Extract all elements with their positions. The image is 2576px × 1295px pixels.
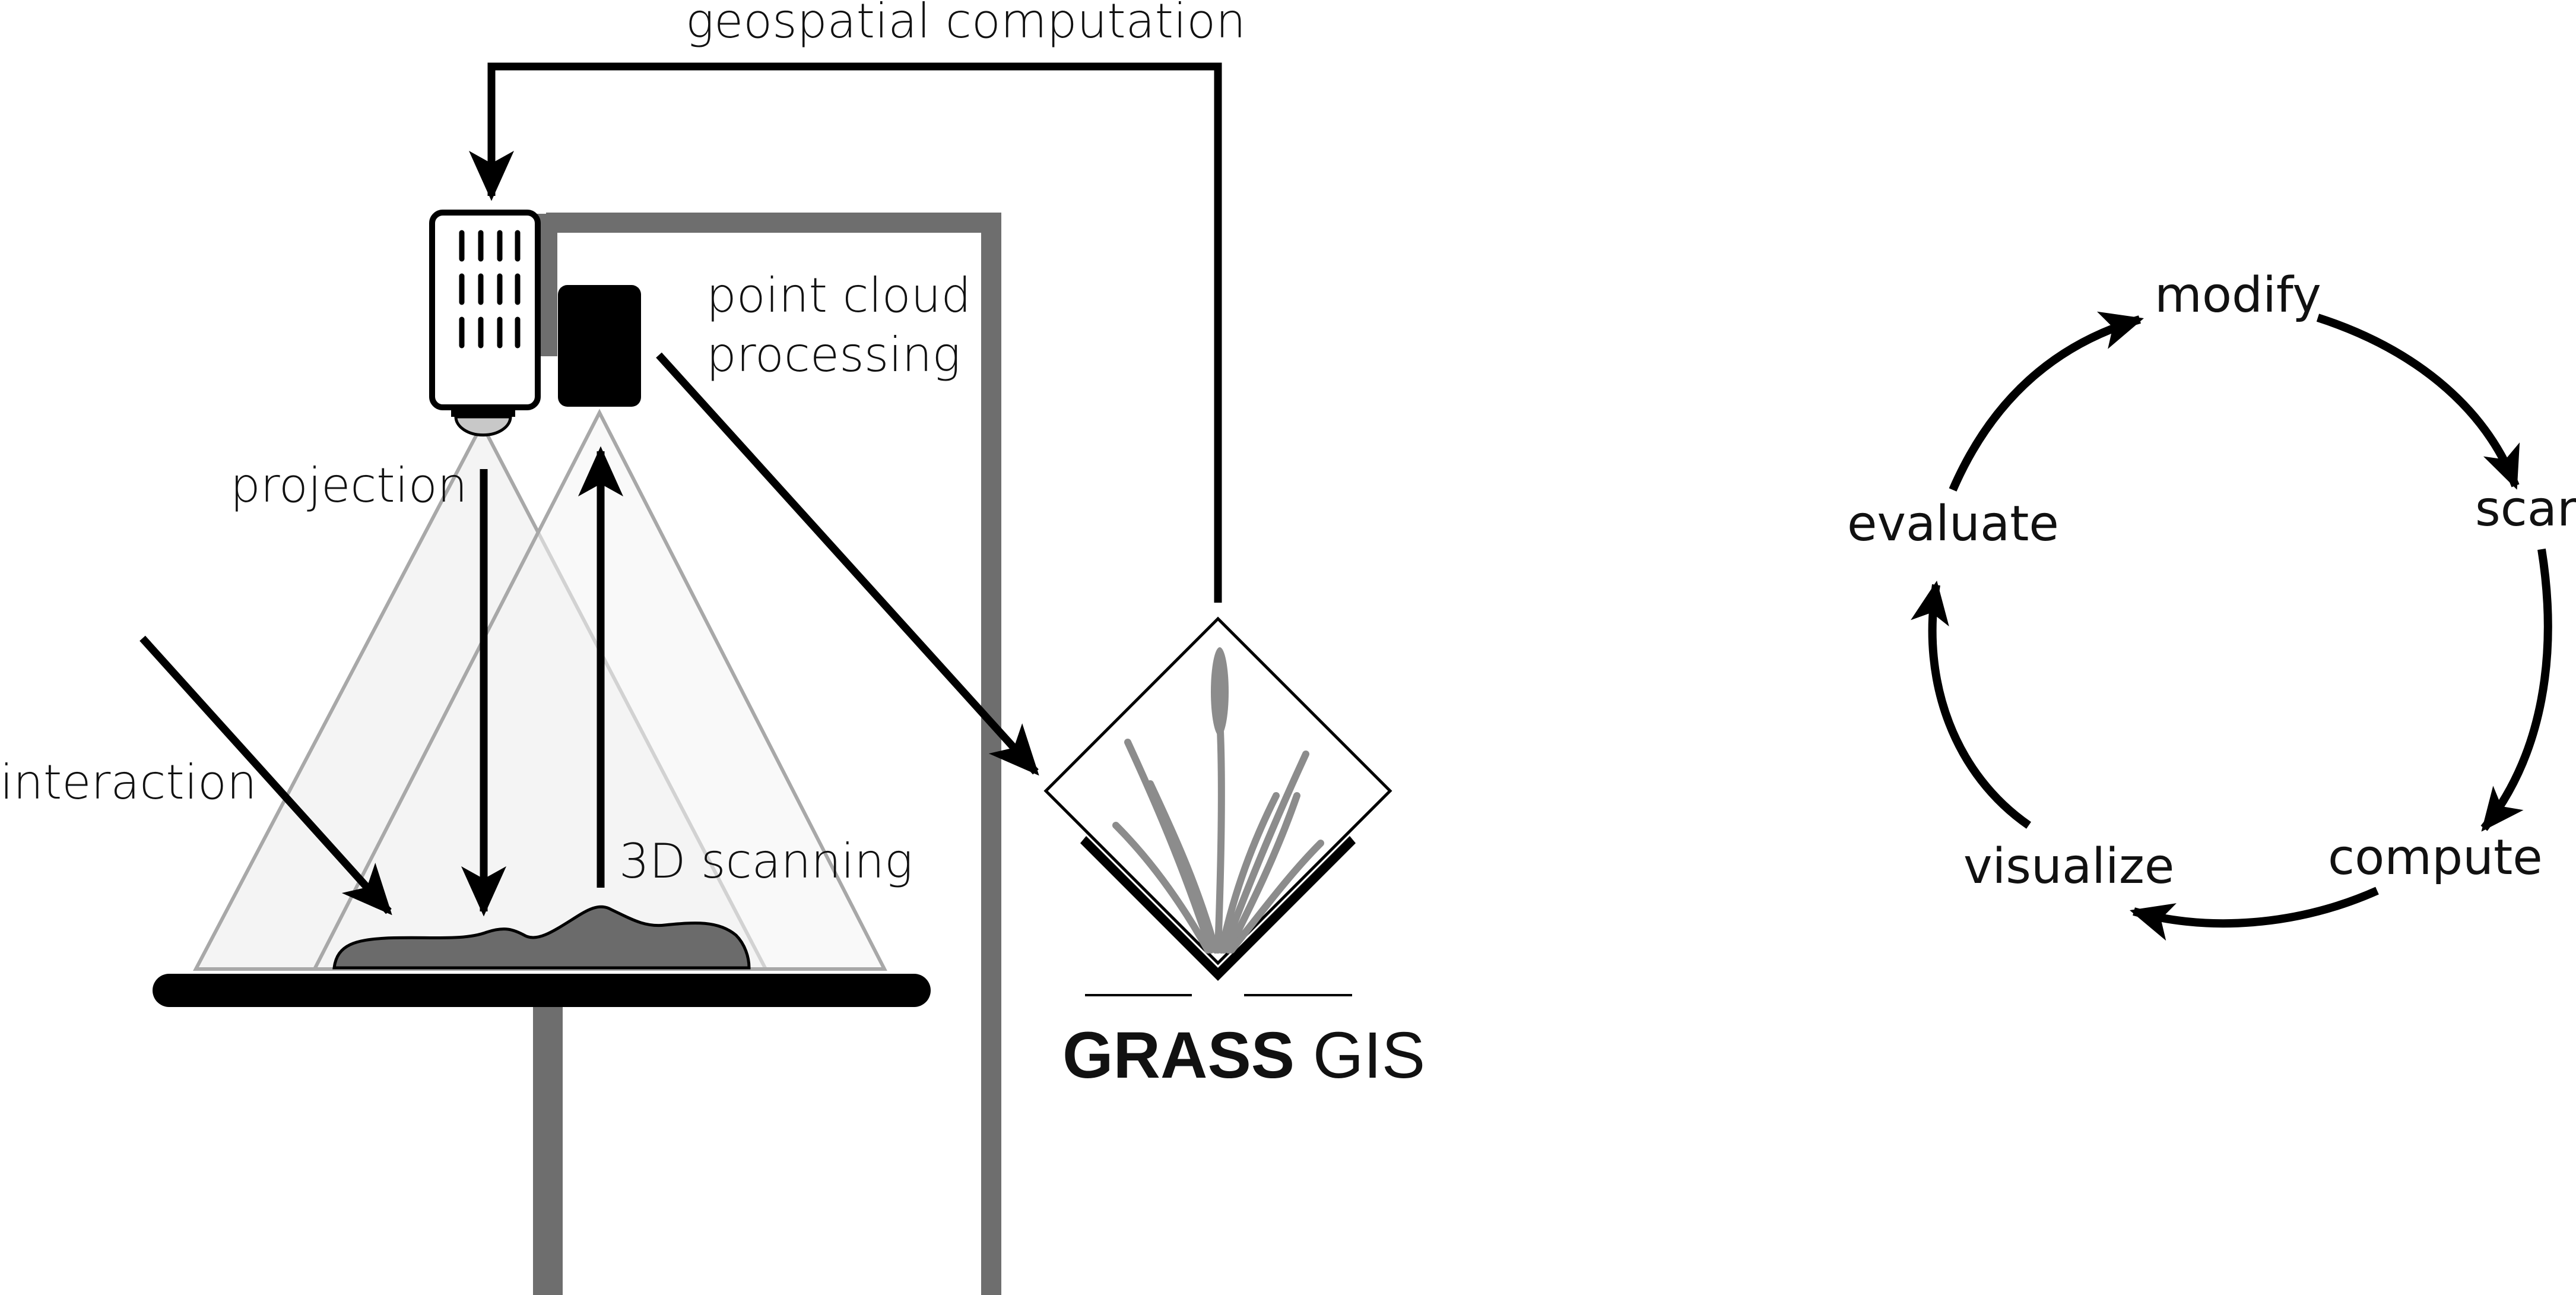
cycle-scan: scan xyxy=(2475,481,2576,537)
cycle-evaluate: evaluate xyxy=(1847,496,2059,552)
point-cloud-arrow xyxy=(656,352,1039,776)
label-3d-scanning: 3D scanning xyxy=(619,834,913,889)
geospatial-computation-arrow xyxy=(468,62,1222,603)
cycle-arrow-compute-visualize xyxy=(2129,886,2379,941)
physical-setup: geospatial computation point cloud proce… xyxy=(0,0,1246,1295)
workflow-cycle: modify scan compute visualize evaluate xyxy=(1847,267,2576,941)
projector-icon xyxy=(429,210,541,437)
label-point-cloud: point cloud xyxy=(706,268,971,323)
label-geospatial-computation: geospatial computation xyxy=(686,0,1246,49)
cycle-arrow-modify-scan xyxy=(2316,314,2520,490)
cycle-arrow-evaluate-modify xyxy=(1949,311,2144,492)
grass-gis-logo-icon xyxy=(1043,616,1392,981)
grass-gis-logo: GRASS GIS xyxy=(1043,616,1425,1092)
cycle-compute: compute xyxy=(2328,829,2543,886)
cycle-arrow-scan-compute xyxy=(2480,548,2552,832)
label-interaction: interaction xyxy=(0,755,257,810)
cycle-arrow-visualize-evaluate xyxy=(1911,580,2031,829)
scanner-icon xyxy=(558,285,641,407)
frame-stand xyxy=(546,213,1001,1295)
terrain-model xyxy=(332,905,751,970)
cycle-visualize: visualize xyxy=(1963,838,2174,895)
logo-text: GRASS GIS xyxy=(1062,1019,1425,1092)
cycle-modify: modify xyxy=(2155,267,2321,324)
logo-text-bold: GRASS xyxy=(1062,1019,1295,1092)
interaction-arrow xyxy=(139,635,392,916)
label-processing: processing xyxy=(706,327,960,382)
logo-text-light: GIS xyxy=(1295,1019,1425,1092)
label-projection: projection xyxy=(230,458,468,513)
